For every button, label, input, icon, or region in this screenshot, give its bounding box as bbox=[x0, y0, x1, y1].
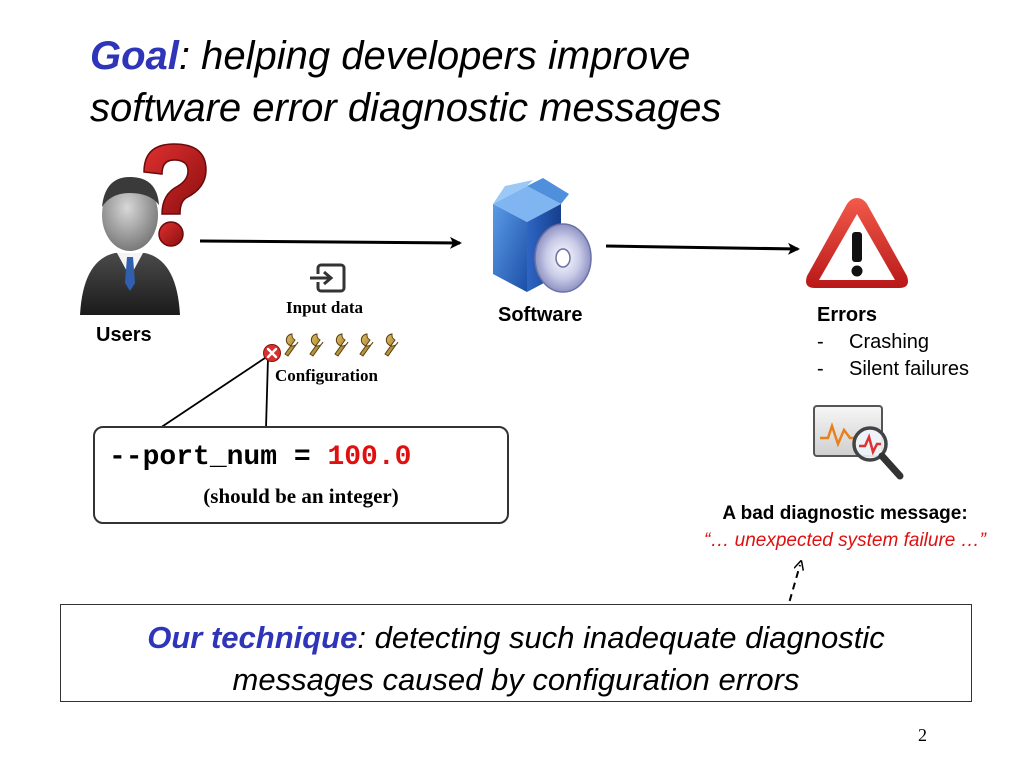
question-mark-icon bbox=[143, 143, 207, 247]
bad-message-heading: A bad diagnostic message: bbox=[722, 503, 968, 524]
wrench-icon bbox=[284, 333, 399, 357]
error-item-silent-failures: Silent failures bbox=[849, 358, 970, 380]
technique-text: Our technique: detecting such inadequate… bbox=[61, 617, 971, 701]
code-prefix: --port_num = bbox=[109, 442, 328, 473]
code-note: (should be an integer) bbox=[203, 484, 399, 508]
error-item-crashing: Crashing bbox=[849, 331, 930, 353]
users-label: Users bbox=[96, 324, 152, 346]
errors-heading: Errors bbox=[817, 304, 878, 326]
code-value: 100.0 bbox=[327, 442, 412, 473]
page-number: 2 bbox=[918, 725, 927, 745]
list-item: - Crashing bbox=[817, 329, 969, 356]
configuration-label: Configuration bbox=[275, 366, 378, 385]
code-line: --port_num = 100.0 bbox=[109, 442, 411, 473]
bad-message-text: “… unexpected system failure …” bbox=[704, 530, 986, 551]
software-label: Software bbox=[498, 304, 583, 326]
technique-highlight: Our technique bbox=[147, 620, 358, 655]
errors-list: Errors - Crashing - Silent failures bbox=[817, 302, 969, 383]
warning-icon bbox=[806, 198, 908, 288]
list-bullet: - bbox=[817, 331, 824, 353]
title-highlight: Goal bbox=[90, 34, 179, 78]
software-box-icon bbox=[493, 178, 592, 293]
title-line2: software error diagnostic messages bbox=[90, 86, 722, 130]
slide-title: Goal: helping developers improve softwar… bbox=[90, 30, 990, 134]
monitor-magnifier-icon bbox=[813, 405, 904, 480]
title-rest-line1: : helping developers improve bbox=[178, 34, 691, 78]
list-item: - Silent failures bbox=[817, 356, 969, 383]
input-icon bbox=[310, 263, 346, 293]
error-x-icon bbox=[263, 344, 281, 362]
code-example-box: --port_num = 100.0 (should be an integer… bbox=[93, 426, 509, 524]
technique-line2: messages caused by configuration errors bbox=[232, 662, 800, 697]
technique-rest-line1: : detecting such inadequate diagnostic bbox=[357, 620, 885, 655]
technique-box: Our technique: detecting such inadequate… bbox=[60, 604, 972, 702]
list-bullet: - bbox=[817, 358, 824, 380]
input-data-label: Input data bbox=[286, 298, 364, 317]
user-icon bbox=[80, 177, 180, 315]
